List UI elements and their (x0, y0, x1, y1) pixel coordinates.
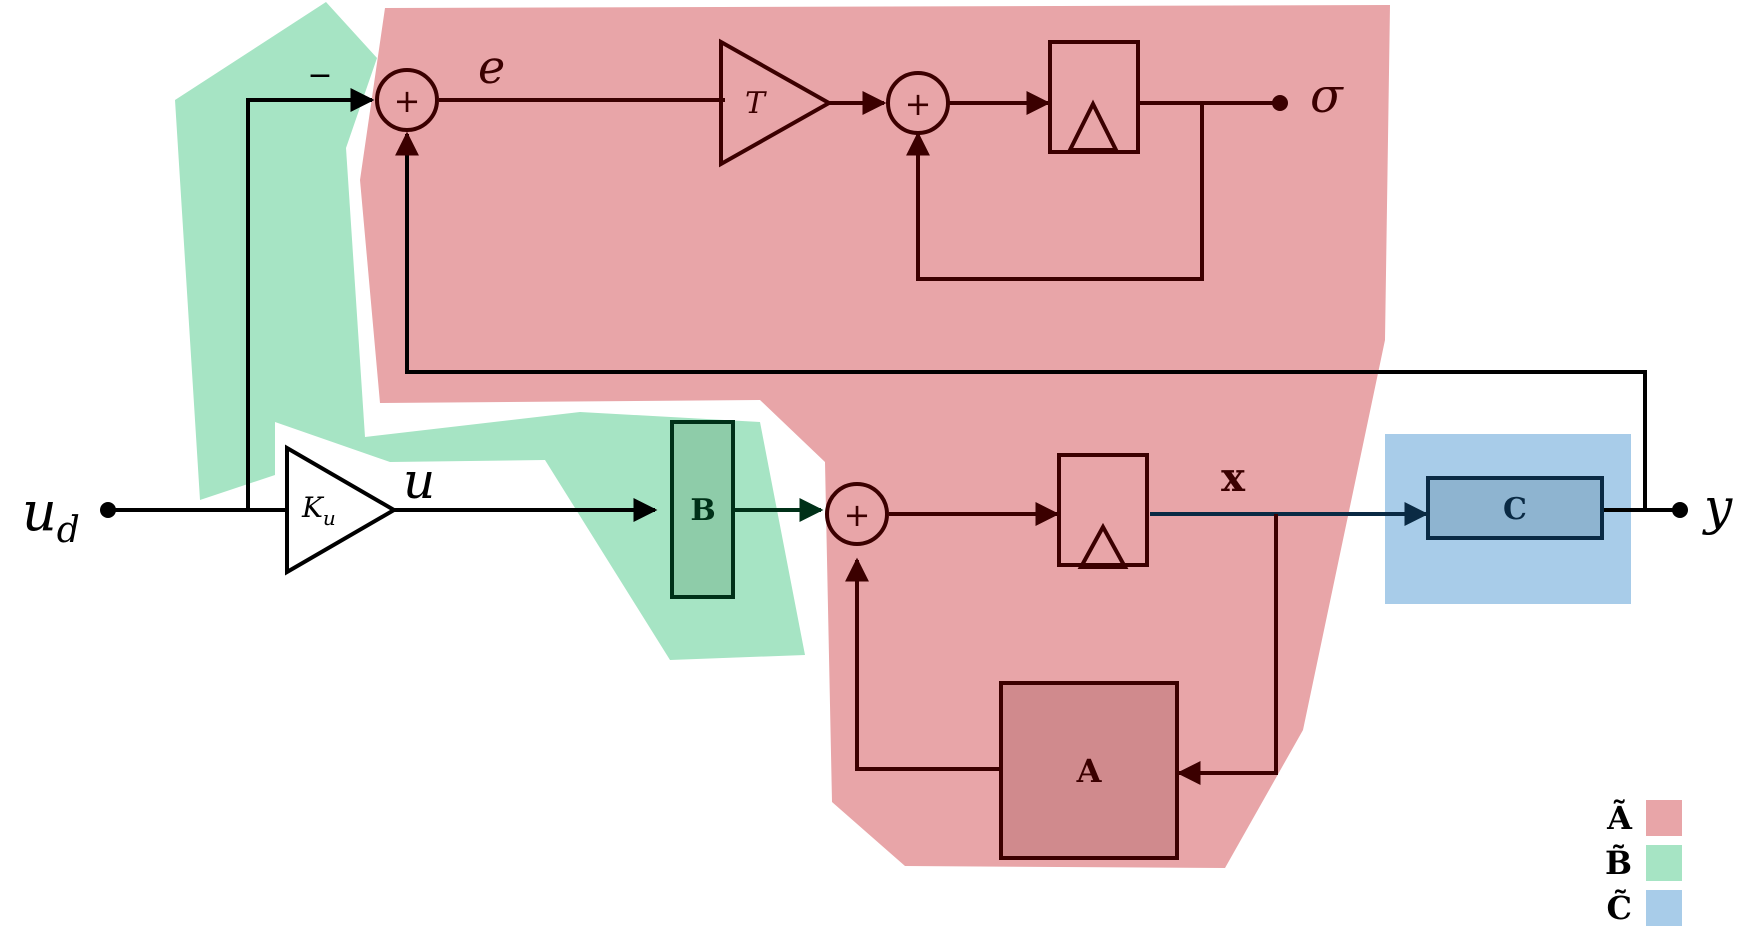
wire-y-feedback (395, 131, 1647, 510)
sum-junction-x (825, 482, 889, 546)
sum-junction-sigma (886, 71, 950, 135)
label-sigma: σ (1310, 68, 1344, 124)
gain-T-label: T (745, 86, 767, 121)
label-ud: ud (22, 480, 80, 551)
integrator-x-icon (1077, 522, 1129, 569)
label-e: e (478, 40, 505, 94)
label-ud-sub: d (57, 510, 80, 551)
label-x: x (1221, 454, 1246, 501)
gain-Ku-block (285, 444, 398, 576)
output-node-y (1672, 502, 1688, 518)
legend-label-C: C̃ (1607, 889, 1632, 927)
matrix-C-block (1426, 476, 1604, 540)
sum-symbol-x: + (844, 496, 871, 534)
matrix-B-label: B (690, 493, 715, 528)
legend-swatch-B (1646, 845, 1682, 881)
region-A-tilde (360, 5, 1390, 868)
gain-Ku-main: K (301, 491, 325, 524)
output-node-sigma (1272, 95, 1288, 111)
wire-x-to-A (1176, 514, 1278, 785)
region-B-tilde (175, 2, 805, 660)
gain-T-block (719, 38, 834, 168)
matrix-C-label: C (1503, 492, 1527, 527)
matrix-A-label: A (1076, 752, 1103, 790)
legend-swatch-C (1646, 890, 1682, 926)
label-u: u (403, 452, 435, 510)
legend: Ã B̃ C̃ (1605, 799, 1682, 927)
sum-symbol-error: + (394, 82, 421, 120)
legend-swatch-A (1646, 800, 1682, 836)
label-minus: − (307, 58, 332, 93)
integrator-sigma-icon (1066, 99, 1120, 152)
wire-sigma-feedback (906, 103, 1204, 281)
label-ud-main: u (22, 480, 57, 543)
sum-junction-error (375, 68, 439, 132)
wire-ud-to-error-sum (246, 88, 375, 510)
label-y: y (1702, 478, 1733, 536)
gain-Ku-label: Ku (301, 491, 336, 530)
gain-Ku-sub: u (323, 506, 336, 530)
wire-A-feedback (845, 557, 1001, 771)
legend-label-A: Ã (1606, 799, 1633, 837)
matrix-A-block (999, 681, 1179, 860)
legend-label-B: B̃ (1605, 844, 1632, 882)
sum-symbol-sigma: + (905, 85, 932, 123)
matrix-B-block (670, 420, 735, 599)
